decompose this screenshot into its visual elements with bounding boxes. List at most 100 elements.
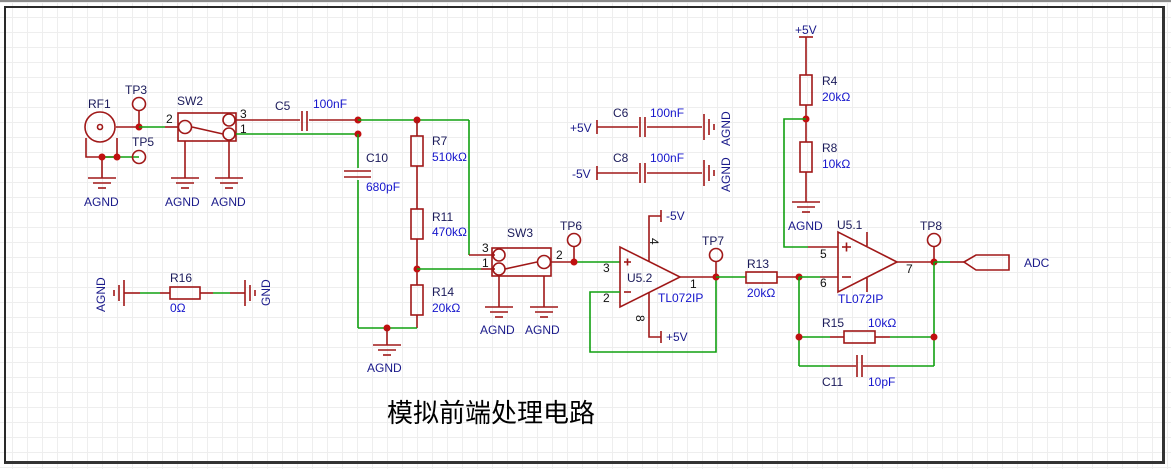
tp5-label: TP5 (132, 135, 154, 149)
r11-label: R11 (432, 210, 453, 224)
r15-resistor[interactable] (843, 330, 876, 344)
c8-label: C8 (613, 151, 629, 165)
sw2-switch[interactable] (177, 112, 237, 142)
r14-resistor[interactable] (410, 284, 424, 316)
tp7-label: TP7 (702, 234, 724, 248)
r4-resistor[interactable] (799, 74, 813, 106)
pin-number: 3 (603, 261, 610, 275)
junction (570, 258, 578, 266)
u51-label: U5.1 (837, 218, 863, 232)
agnd-label: AGND (165, 195, 200, 209)
adc-label: ADC (1024, 256, 1050, 270)
r7-value: 510kΩ (432, 150, 467, 164)
c5-capacitor[interactable] (301, 111, 308, 131)
pin-number: 4 (647, 238, 661, 245)
c5-label: C5 (275, 99, 291, 113)
tp8-label: TP8 (920, 219, 942, 233)
adc-port[interactable] (962, 254, 1010, 271)
junction (795, 333, 803, 341)
r15-label: R15 (822, 316, 844, 330)
c6-capacitor[interactable] (639, 117, 646, 137)
u52-opamp[interactable] (619, 245, 682, 309)
sw3-label: SW3 (507, 226, 533, 240)
pin-number: 2 (556, 248, 563, 262)
r16-label: R16 (170, 271, 192, 285)
ground-icon (171, 177, 243, 189)
agnd-label: AGND (94, 277, 108, 312)
r8-value: 10kΩ (822, 157, 850, 171)
c8-value: 100nF (650, 151, 684, 165)
r14-value: 20kΩ (432, 301, 460, 315)
rf1-connector[interactable] (84, 111, 139, 158)
c10-label: C10 (366, 151, 388, 165)
rf1-label: RF1 (88, 97, 111, 111)
pin-number: 1 (690, 277, 697, 291)
sheet-frame (4, 6, 1165, 464)
ground-icon (792, 201, 820, 213)
pin-number: 2 (166, 112, 173, 126)
ground-icon (485, 306, 558, 318)
tp5-testpoint[interactable] (131, 149, 147, 165)
junction (930, 333, 938, 341)
p5v-label: +5V (570, 121, 592, 135)
agnd-label: AGND (719, 111, 733, 146)
junction (98, 153, 106, 161)
pin-number: 6 (820, 276, 827, 290)
u51-opamp[interactable] (837, 230, 899, 294)
ground-icon (244, 280, 256, 306)
ground-icon (88, 177, 116, 189)
r4-label: R4 (822, 74, 838, 88)
u52-part: TL072IP (658, 291, 703, 305)
top-edge (0, 0, 1171, 2)
r4-value: 20kΩ (822, 90, 850, 104)
pin-number: 1 (482, 256, 489, 270)
ground-icon (113, 280, 125, 306)
agnd-label: AGND (788, 219, 823, 233)
ground-icon (373, 344, 401, 356)
tp8-testpoint[interactable] (926, 232, 942, 263)
tp6-label: TP6 (560, 219, 582, 233)
tp6-testpoint[interactable] (566, 232, 582, 263)
r7-resistor[interactable] (410, 135, 424, 167)
sw3-switch[interactable] (491, 247, 552, 277)
ground-icon (703, 160, 715, 186)
r7-label: R7 (432, 134, 448, 148)
agnd-label: AGND (84, 195, 119, 209)
agnd-label: AGND (367, 361, 402, 375)
c11-capacitor[interactable] (856, 355, 863, 377)
c10-capacitor[interactable] (344, 170, 371, 178)
r13-resistor[interactable] (745, 271, 778, 284)
ground-icon (703, 114, 715, 140)
r16-resistor[interactable] (169, 286, 201, 300)
tp3-label: TP3 (125, 83, 147, 97)
c8-capacitor[interactable] (639, 163, 646, 183)
sw2-label: SW2 (177, 94, 203, 108)
u51-part: TL072IP (838, 292, 883, 306)
gnd-label: GND (259, 279, 273, 306)
r14-label: R14 (432, 285, 454, 299)
tp3-testpoint[interactable] (131, 96, 147, 128)
r13-label: R13 (747, 257, 769, 271)
agnd-label: AGND (211, 195, 246, 209)
r15-value: 10kΩ (868, 316, 896, 330)
r13-value: 20kΩ (747, 286, 775, 300)
schematic-title: 模拟前端处理电路 (387, 399, 595, 429)
u52-label: U5.2 (627, 271, 653, 285)
pin-number: 8 (633, 315, 647, 322)
r11-resistor[interactable] (410, 208, 424, 240)
r8-label: R8 (822, 141, 838, 155)
r8-resistor[interactable] (799, 141, 813, 173)
c6-value: 100nF (650, 106, 684, 120)
pin-number: 3 (482, 241, 489, 255)
c10-value: 680pF (366, 180, 400, 194)
r11-value: 470kΩ (432, 225, 467, 239)
p5v-label: +5V (795, 23, 817, 37)
tp7-testpoint[interactable] (708, 247, 724, 278)
n5v-label: -5V (666, 209, 685, 223)
c5-value: 100nF (313, 97, 347, 111)
p5v-label: +5V (666, 330, 688, 344)
agnd-label: AGND (480, 323, 515, 337)
junction (113, 153, 121, 161)
